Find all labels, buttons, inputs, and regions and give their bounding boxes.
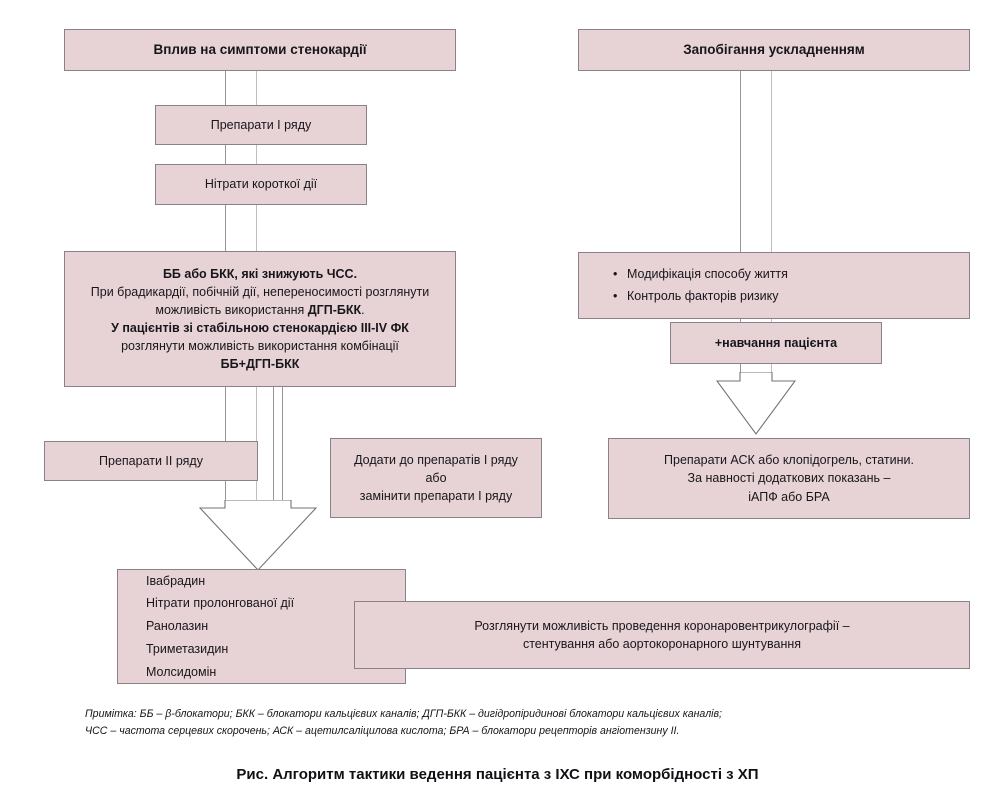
prevention-box: Модифікація способу життя Контроль факто… <box>578 252 970 319</box>
figure-caption: Рис. Алгоритм тактики ведення пацієнта з… <box>236 766 759 783</box>
footnote: Примітка: ББ – β-блокатори; БКК – блокат… <box>85 706 925 739</box>
add-or-replace-line-3: замінити препарати І ряду <box>359 489 513 504</box>
main-block-line-3-prefix: можливість використання <box>155 302 308 317</box>
patient-education-box: +навчання пацієнта <box>670 322 882 364</box>
drug-list: Івабрадин Нітрати пролонгованої дії Рано… <box>146 570 397 684</box>
connector-nitrates-to-main-block <box>225 204 257 252</box>
medication-block: Препарати АСК або клопідогрель, статини.… <box>608 438 970 519</box>
revascularization-line-2: стентування або аортокоронарного шунтува… <box>522 637 802 651</box>
connector-second-line-to-drug-list-shaft <box>225 480 257 508</box>
connector-first-line-to-nitrates <box>225 143 257 165</box>
connector-left-header-to-first-line <box>225 70 257 108</box>
add-or-replace-line-1: Додати до препаратів І ряду <box>354 452 518 467</box>
main-block-line-1: ББ або БКК, які знижують ЧСС. <box>162 266 358 281</box>
footnote-line-1: Примітка: ББ – β-блокатори; БКК – блокат… <box>85 708 722 720</box>
main-block-line-5: розглянути можливість використання комбі… <box>121 339 399 354</box>
arrow-to-drug-list <box>183 500 333 574</box>
main-therapy-block: ББ або БКК, які знижують ЧСС. При брадик… <box>64 251 456 387</box>
main-block-line-3: можливість використання ДГП-БКК. <box>73 301 447 319</box>
drug-list-item: Молсидомін <box>146 664 217 679</box>
medication-line-3: іАПФ або БРА <box>748 489 830 504</box>
drug-list-item: Ранолазин <box>146 619 209 634</box>
right-column-header: Запобігання ускладненням <box>578 29 970 71</box>
connector-main-block-right-descender <box>273 386 283 508</box>
drug-list-item: Івабрадин <box>146 573 206 588</box>
main-block-line-4: У пацієнтів зі стабільною стенокардією I… <box>111 321 409 335</box>
revascularization-line-1: Розглянути можливість проведення коронар… <box>474 618 850 633</box>
left-column-header: Вплив на симптоми стенокардії <box>64 29 456 71</box>
add-or-replace-box: Додати до препаратів І ряду або замінити… <box>330 438 542 518</box>
first-line-drugs-box: Препарати І ряду <box>155 105 367 145</box>
medication-line-2: За навності додаткових показань – <box>687 471 891 486</box>
arrow-to-medication-block <box>696 372 816 438</box>
main-block-line-3-suffix: . <box>361 302 365 317</box>
medication-line-1: Препарати АСК або клопідогрель, статини. <box>664 453 914 468</box>
drug-list-item: Триметазидин <box>146 641 229 656</box>
connector-main-block-to-second-line <box>225 386 257 444</box>
drug-list-item: Нітрати пролонгованої дії <box>146 596 295 611</box>
prevention-bullet-list: Модифікація способу життя Контроль факто… <box>605 264 961 308</box>
short-acting-nitrates-box: Нітрати короткої дії <box>155 164 367 205</box>
prevention-bullet-item: Контроль факторів ризику <box>613 286 961 308</box>
main-block-line-2: При брадикардії, побічній дії, неперенос… <box>90 284 430 299</box>
main-block-line-6: ББ+ДГП-БКК <box>220 357 300 372</box>
prevention-bullet-item: Модифікація способу життя <box>613 264 961 286</box>
revascularization-box: Розглянути можливість проведення коронар… <box>354 601 970 669</box>
connector-right-header-to-prevention <box>740 70 772 253</box>
main-block-line-3-emphasis: ДГП-БКК <box>307 302 362 317</box>
add-or-replace-line-2: або <box>425 470 447 485</box>
footnote-line-2: ЧСС – частота серцевих скорочень; АСК – … <box>85 724 680 737</box>
second-line-drugs-box: Препарати ІІ ряду <box>44 441 258 481</box>
